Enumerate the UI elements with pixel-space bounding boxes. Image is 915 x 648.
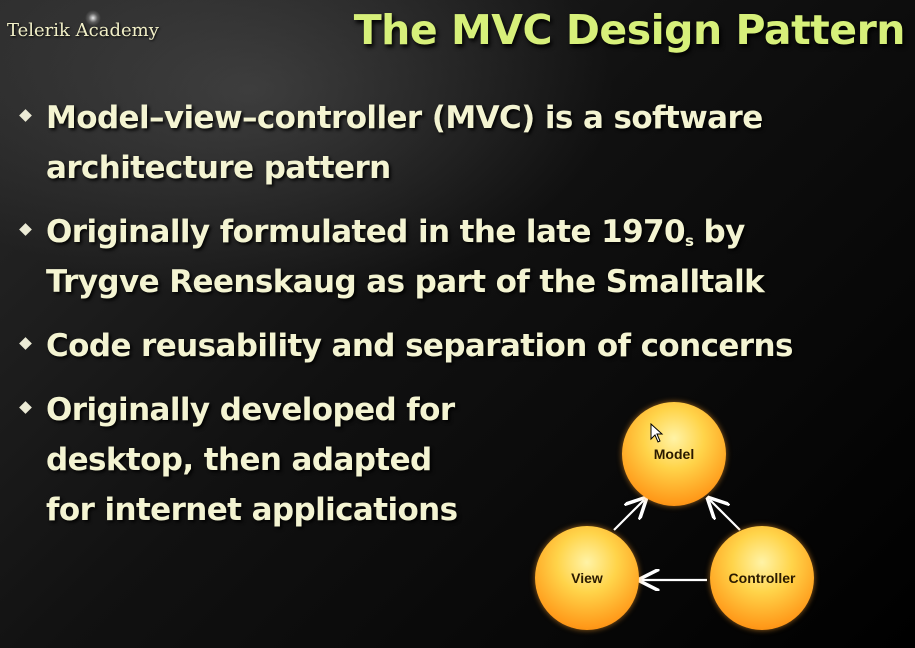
brand-logo: Telerik Academy bbox=[7, 10, 159, 41]
bullet-line: architecture pattern bbox=[46, 150, 391, 186]
bullet-item-desktop-origin: Originally developed for desktop, then a… bbox=[18, 385, 793, 535]
brand-sparkle-icon bbox=[85, 10, 101, 26]
bullet-text: by bbox=[693, 214, 746, 250]
bullet-list: Model–view–controller (MVC) is a softwar… bbox=[18, 93, 793, 549]
bullet-line: Code reusability and separation of conce… bbox=[46, 328, 793, 364]
bullet-subscript: s bbox=[685, 232, 694, 250]
arrow-controller-to-model bbox=[710, 500, 741, 531]
diamond-bullet-icon bbox=[19, 223, 32, 236]
bullet-item-mvc-definition: Model–view–controller (MVC) is a softwar… bbox=[18, 93, 793, 193]
controller-node: Controller bbox=[710, 526, 814, 630]
controller-label: Controller bbox=[728, 570, 796, 586]
slide-title: The MVC Design Pattern bbox=[353, 6, 906, 54]
bullet-line: for internet applications bbox=[46, 492, 458, 528]
diamond-bullet-icon bbox=[19, 337, 32, 350]
arrow-view-to-model bbox=[613, 500, 644, 531]
bullet-text: Originally formulated in the late 1970 bbox=[46, 214, 686, 250]
model-label: Model bbox=[653, 446, 695, 462]
bullet-item-reusability: Code reusability and separation of conce… bbox=[18, 321, 793, 371]
bullet-line: Model–view–controller (MVC) is a softwar… bbox=[46, 100, 763, 136]
mvc-diagram: Model View Controller bbox=[532, 400, 822, 640]
bullet-line: Originally developed for bbox=[46, 392, 455, 428]
bullet-line: Originally formulated in the late 1970s … bbox=[46, 207, 793, 257]
bullet-item-origin: Originally formulated in the late 1970s … bbox=[18, 207, 793, 307]
brand-text: Telerik Academy bbox=[7, 20, 159, 41]
bullet-line: Trygve Reenskaug as part of the Smalltal… bbox=[46, 264, 765, 300]
model-node: Model bbox=[622, 402, 726, 506]
mvc-arrows bbox=[613, 400, 741, 640]
diamond-bullet-icon bbox=[19, 401, 32, 414]
mouse-cursor-icon bbox=[650, 423, 664, 443]
diamond-bullet-icon bbox=[19, 109, 32, 122]
view-label: View bbox=[571, 570, 603, 586]
view-node: View bbox=[535, 526, 639, 630]
bullet-line: desktop, then adapted bbox=[46, 442, 432, 478]
